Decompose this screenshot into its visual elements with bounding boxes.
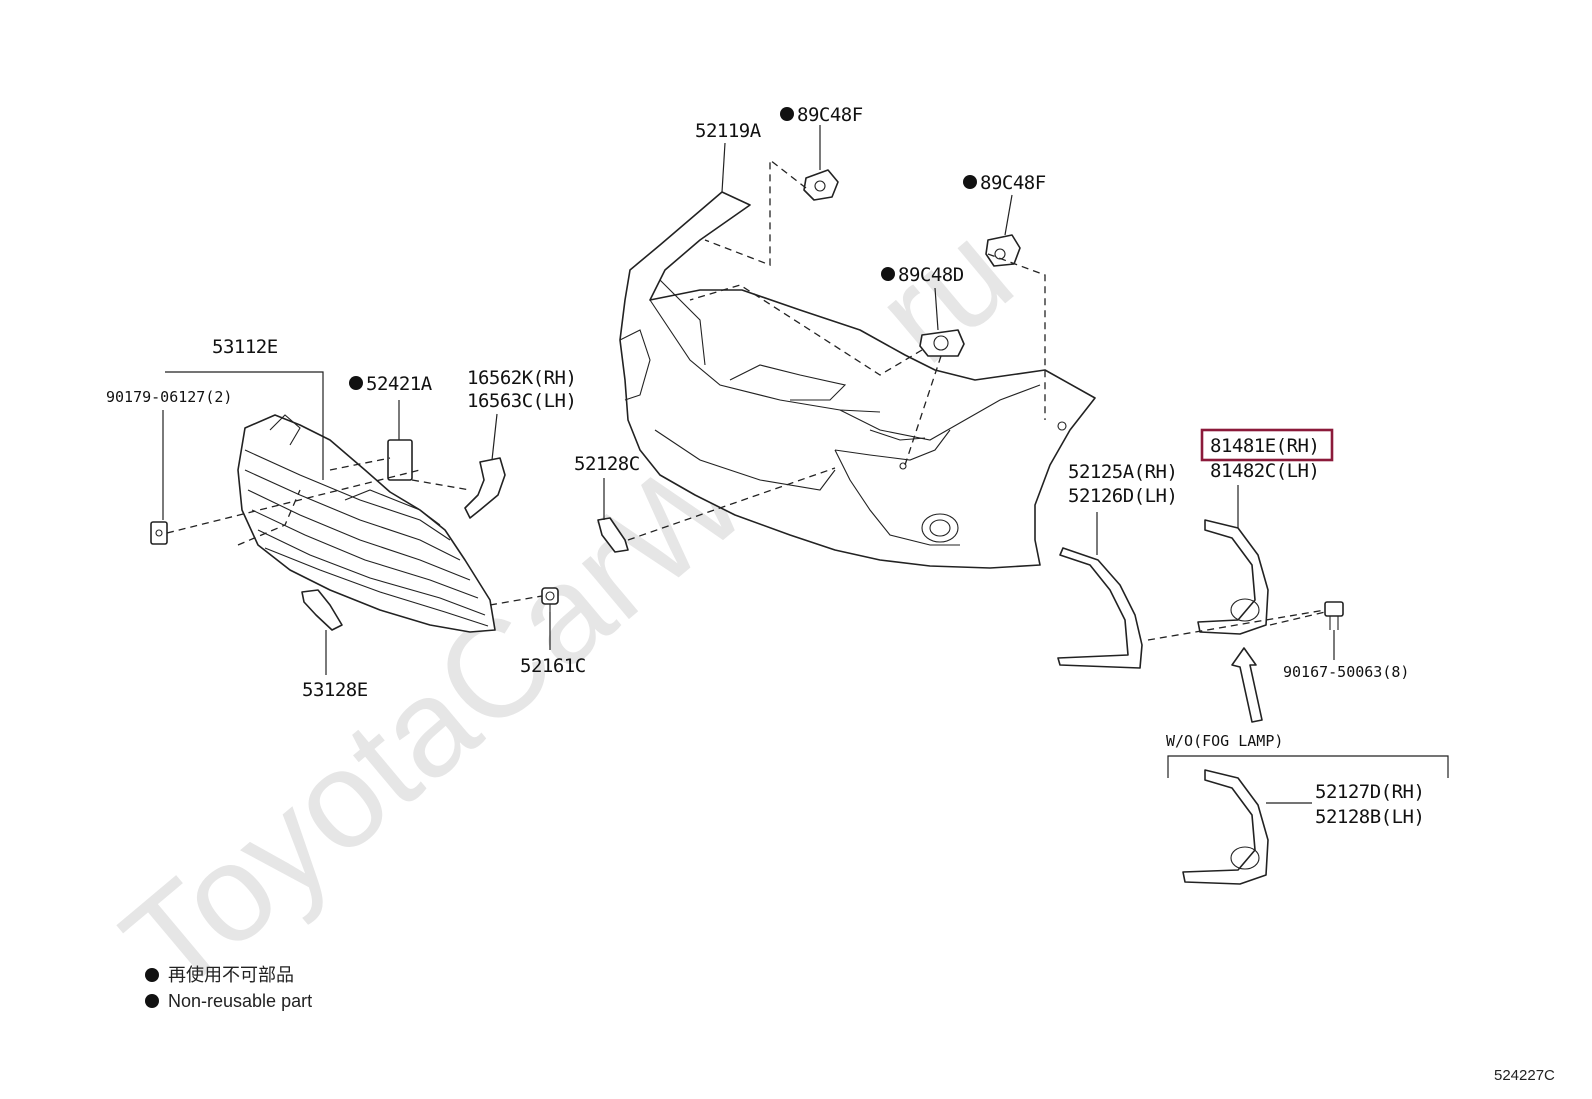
bracket-52128C[interactable] — [597, 517, 629, 553]
arrow-icon — [1231, 647, 1263, 723]
label-52161C: 52161C — [520, 655, 586, 677]
non-reusable-dot — [349, 376, 363, 390]
label-16562K: 16562K(RH) — [467, 367, 576, 389]
label-90179: 90179-06127(2) — [106, 388, 232, 406]
fog-garnish-52125A[interactable] — [1057, 547, 1143, 669]
label-52125A: 52125A(RH) — [1068, 461, 1177, 483]
legend: 再使用不可部品 Non-reusable part — [145, 965, 312, 1011]
label-52421A: 52421A — [366, 373, 433, 395]
radiator-grille[interactable] — [237, 414, 496, 633]
label-89C48D: 89C48D — [898, 264, 964, 286]
sensor-89C48F-upper[interactable] — [803, 169, 839, 201]
label-89C48F-upper: 89C48F — [797, 104, 863, 126]
front-bumper-cover[interactable] — [619, 191, 1096, 569]
highlight-box — [1200, 428, 1334, 462]
fog-cover-52127D[interactable] — [1182, 769, 1269, 885]
label-52119A: 52119A — [695, 120, 762, 142]
retainer-52421A[interactable] — [387, 439, 413, 481]
label-53112E: 53112E — [212, 336, 278, 358]
legend-dot-icon — [145, 994, 159, 1008]
legend-line1: 再使用不可部品 — [168, 965, 294, 985]
label-89C48F-right: 89C48F — [980, 172, 1046, 194]
bolt-90167[interactable] — [1324, 601, 1344, 630]
non-reusable-dot — [963, 175, 977, 189]
non-reusable-dot — [881, 267, 895, 281]
label-52128B: 52128B(LH) — [1315, 806, 1424, 828]
label-16563C: 16563C(LH) — [467, 390, 576, 412]
connection-lines — [166, 158, 1326, 641]
diagram-reference-code: 524227C — [1494, 1067, 1555, 1084]
non-reusable-dot — [780, 107, 794, 121]
label-53128E: 53128E — [302, 679, 368, 701]
fog-cover-81481E[interactable] — [1197, 519, 1269, 635]
label-90167: 90167-50063(8) — [1283, 663, 1409, 681]
clip-90179[interactable] — [150, 521, 168, 545]
label-52128C: 52128C — [574, 453, 640, 475]
leader-lines — [162, 125, 1449, 804]
label-52127D: 52127D(RH) — [1315, 781, 1424, 803]
retainer-53128E[interactable] — [301, 589, 343, 631]
sensor-89C48D[interactable] — [919, 329, 965, 357]
legend-line2: Non-reusable part — [168, 991, 312, 1011]
legend-dot-icon — [145, 968, 159, 982]
label-wo-fog-lamp: W/O(FOG LAMP) — [1166, 732, 1283, 750]
watermark: ToyotaCarWine.ru — [95, 195, 1040, 1023]
label-52126D: 52126D(LH) — [1068, 485, 1177, 507]
label-81481E[interactable]: 81481E(RH) — [1210, 435, 1320, 457]
sensor-89C48F-right[interactable] — [985, 234, 1021, 267]
label-81482C: 81482C(LH) — [1210, 460, 1319, 482]
bracket-16562K[interactable] — [464, 457, 506, 519]
